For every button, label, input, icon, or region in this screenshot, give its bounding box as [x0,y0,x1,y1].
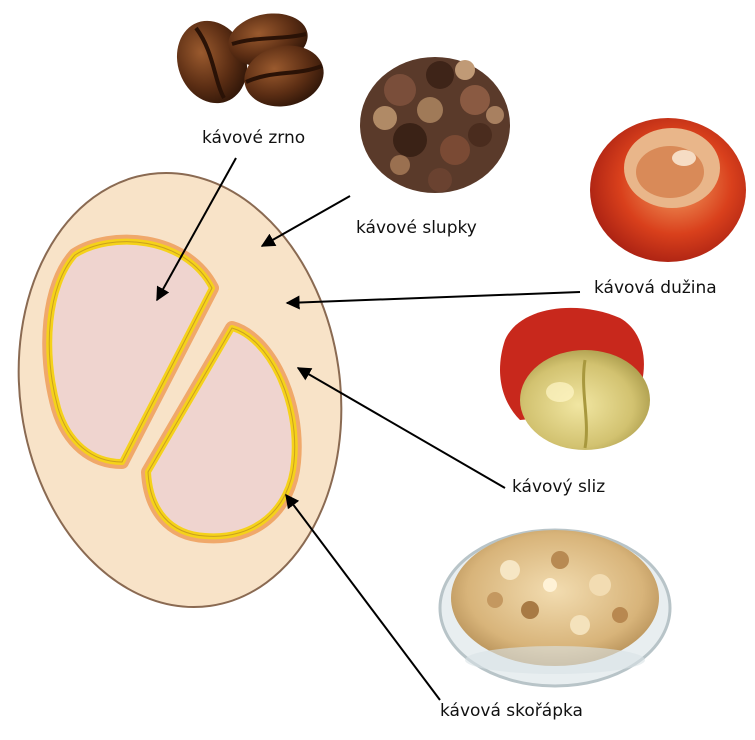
label-parchment: kávová skořápka [440,703,583,720]
label-pulp: kávová dužina [594,280,717,297]
label-mucilage: kávový sliz [512,479,605,496]
label-bean: kávové zrno [202,130,305,147]
arrow-parchment [286,495,440,700]
label-husks: kávové slupky [356,220,477,237]
coffee-parchment-image [440,530,670,686]
coffee-pulp-image [590,118,746,262]
coffee-mucilage-image [500,308,650,450]
coffee-husks-image [360,57,510,193]
roasted-beans-image [166,7,330,113]
cherry-cross-section [0,152,369,628]
arrow-husks [262,196,350,246]
arrow-pulp [287,292,580,303]
